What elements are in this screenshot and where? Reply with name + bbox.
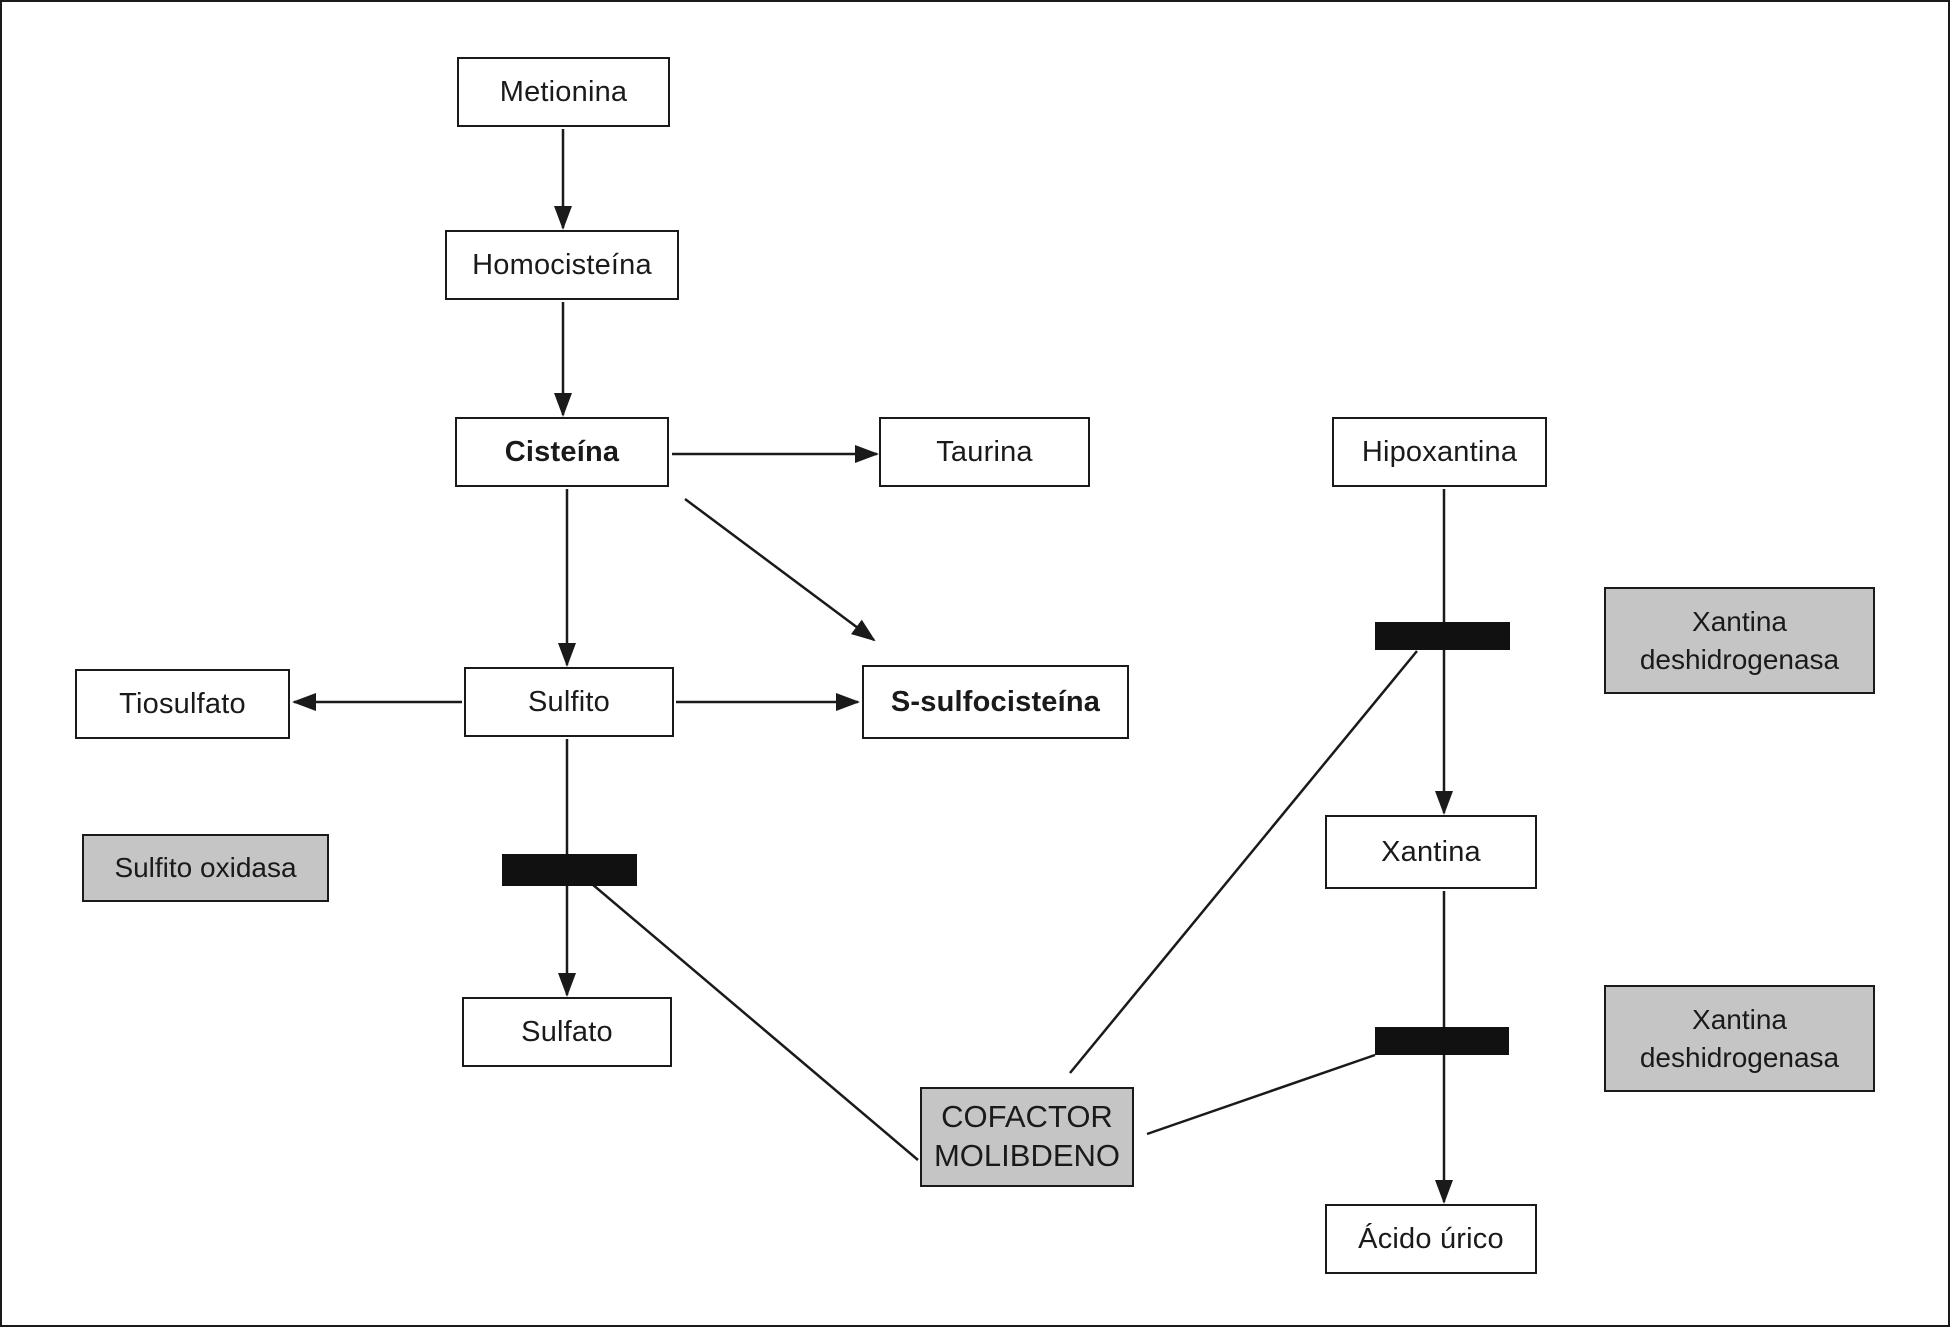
blocker-bar-xantina-deshidrogenasa-inferior [1375, 1027, 1509, 1055]
enzyme-xantina-deshidrogenasa-inferior: Xantina deshidrogenasa [1604, 985, 1875, 1092]
node-taurina: Taurina [879, 417, 1090, 487]
node-tiosulfato: Tiosulfato [75, 669, 290, 739]
node-homocisteina: Homocisteína [445, 230, 679, 300]
node-s-sulfocisteina: S-sulfocisteína [862, 665, 1129, 739]
node-hipoxantina: Hipoxantina [1332, 417, 1547, 487]
cofactor-molibdeno-box: COFACTOR MOLIBDENO [920, 1087, 1134, 1187]
node-sulfato: Sulfato [462, 997, 672, 1067]
node-acido-urico: Ácido úrico [1325, 1204, 1537, 1274]
node-sulfito: Sulfito [464, 667, 674, 737]
blocker-bar-sulfito-oxidasa [502, 854, 637, 886]
enzyme-label-line2: deshidrogenasa [1639, 1041, 1840, 1073]
line-cofactor-to-left-bar [591, 883, 919, 1161]
node-cisteina: Cisteína [455, 417, 669, 487]
cofactor-label-line1: COFACTOR [941, 1099, 1113, 1135]
enzyme-label-line1: Xantina [1692, 1003, 1787, 1035]
enzyme-sulfito-oxidasa: Sulfito oxidasa [82, 834, 329, 902]
node-xantina: Xantina [1325, 815, 1537, 889]
enzyme-label-line2: deshidrogenasa [1639, 643, 1840, 675]
line-cofactor-to-lower-bar [1146, 1053, 1376, 1136]
line-cofactor-to-upper-bar [1069, 650, 1418, 1074]
blocker-bar-xantina-deshidrogenasa-superior [1375, 622, 1510, 650]
enzyme-label: Sulfito oxidasa [114, 852, 297, 884]
enzyme-xantina-deshidrogenasa-superior: Xantina deshidrogenasa [1604, 587, 1875, 694]
cofactor-label-line2: MOLIBDENO [933, 1138, 1121, 1173]
node-metionina: Metionina [457, 57, 670, 127]
arrow-cisteina-ssulfocisteina [684, 497, 876, 642]
enzyme-label-line1: Xantina [1692, 605, 1787, 637]
